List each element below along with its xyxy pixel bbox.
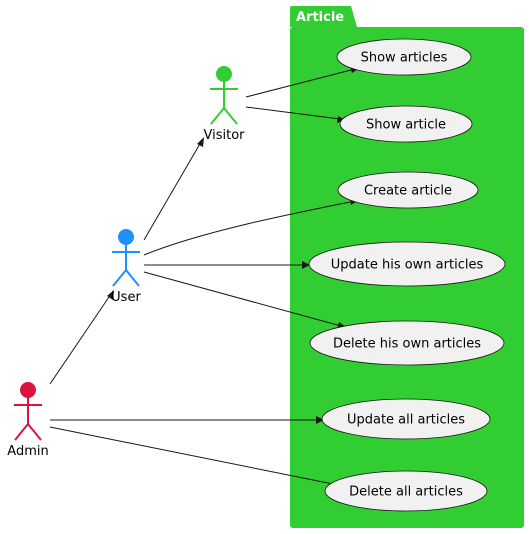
usecase-create-article[interactable]: Create article [337,171,479,209]
usecase-show-article[interactable]: Show article [339,105,473,143]
arrowhead [302,261,310,269]
usecase-delete-own-articles[interactable]: Delete his own articles [309,320,505,366]
actor-head [118,229,134,245]
edge-admin-user [49,293,112,385]
usecase-delete-all-articles[interactable]: Delete all articles [324,470,488,512]
usecase-label: Show articles [361,51,448,66]
usecase-label: Delete his own articles [333,337,481,352]
actor-leg-right [125,269,140,287]
edge-user-visitor [143,141,202,241]
edge-visitor-show-articles [245,68,356,98]
actor-admin-label: Admin [7,444,48,459]
package-label: Article [296,10,344,25]
actor-user[interactable] [112,229,140,287]
usecase-label: Delete all articles [349,485,463,500]
usecase-update-all-articles[interactable]: Update all articles [321,398,491,440]
usecase-label: Update all articles [347,413,465,428]
package-tab [290,6,357,27]
actor-leg-right [223,107,238,125]
usecase-label: Create article [364,184,452,199]
usecase-ellipse [336,38,472,76]
usecase-label: Update his own articles [331,258,484,273]
actor-user-label: User [111,290,141,305]
arrowhead [316,416,324,424]
actor-leg-left [14,423,29,441]
usecase-ellipse [308,241,506,287]
usecase-ellipse [324,470,488,512]
usecase-ellipse [321,398,491,440]
usecase-show-articles[interactable]: Show articles [336,38,472,76]
edge-user-create-article [143,200,356,256]
actor-admin[interactable] [14,382,42,441]
actor-leg-left [112,269,127,287]
edge-user-delete-own [143,271,342,327]
usecase-ellipse [337,171,479,209]
actor-head [216,66,232,82]
usecase-label: Show article [366,118,446,133]
usecase-update-own-articles[interactable]: Update his own articles [308,241,506,287]
actor-visitor[interactable] [210,66,238,125]
arrowhead [337,116,345,123]
usecase-ellipse [309,320,505,366]
edge-visitor-show-article [245,106,341,120]
usecase-ellipse [339,105,473,143]
actor-visitor-label: Visitor [204,128,246,143]
actor-leg-right [27,423,42,441]
arrowhead [107,290,114,300]
arrowhead [197,137,204,147]
actor-head [20,382,36,398]
actor-leg-left [210,107,225,125]
edge-admin-delete-all [49,426,339,486]
